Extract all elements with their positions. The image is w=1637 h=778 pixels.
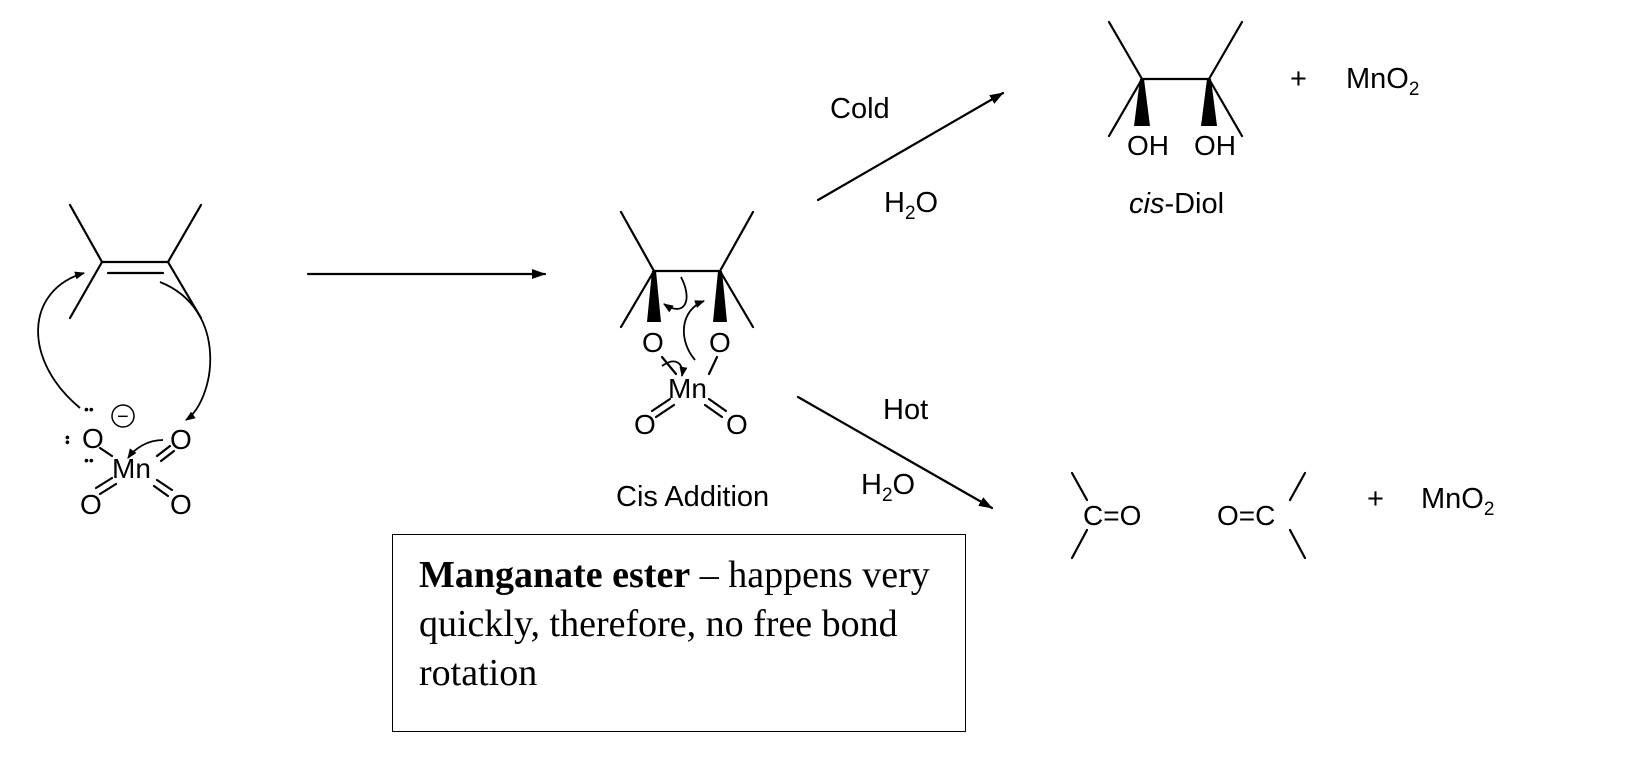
lone-pair-bottom: ••	[84, 452, 94, 468]
hydroxyl-left: OH	[1127, 130, 1169, 161]
ketone-left-formula: C=O	[1083, 500, 1141, 531]
oxygen-upper-right: O	[170, 424, 192, 455]
ketone-left: C=O	[1070, 471, 1141, 560]
wedge-bond-right	[713, 271, 727, 322]
ketone-right-formula: O=C	[1217, 500, 1275, 531]
reaction-arrow-cold	[816, 91, 1005, 202]
diol-caption: cis-Diol	[1129, 188, 1224, 220]
reactant-curly-arrows	[37, 271, 212, 459]
negative-charge-sign: −	[117, 406, 129, 428]
condition-cold: Cold	[830, 93, 890, 125]
ester-oxygen-left: O	[642, 327, 664, 358]
reactant-alkene	[68, 203, 203, 320]
solvent-hot: H2O	[861, 469, 915, 506]
intermediate-caption: Cis Addition	[616, 481, 769, 513]
ester-manganese: Mn	[668, 373, 707, 404]
manganate-ester: O O Mn O O	[619, 210, 755, 440]
note-bold-term: Manganate ester	[419, 554, 691, 596]
ester-oxygen-right: O	[709, 327, 731, 358]
oxygen-anion: O	[82, 423, 104, 454]
oxygen-lower-right: O	[170, 489, 192, 520]
mno2-bottom: MnO2	[1421, 483, 1494, 520]
condition-hot: Hot	[883, 394, 928, 426]
solvent-cold: H2O	[884, 187, 938, 224]
plus-sign-top: +	[1290, 63, 1307, 95]
manganate-ester-note: Manganate ester – happens very quickly, …	[392, 534, 966, 732]
permanganate-ion: O − •• •• •• Mn O O O	[60, 401, 192, 520]
reaction-arrow-hot	[796, 395, 994, 510]
ester-oxygen-lower-right: O	[726, 409, 748, 440]
diol-wedge-right	[1201, 79, 1217, 126]
mno2-top: MnO2	[1346, 63, 1419, 100]
wedge-bond-left	[647, 271, 661, 322]
hydroxyl-right: OH	[1194, 130, 1236, 161]
negative-charge-circle	[111, 404, 135, 428]
ketone-right: O=C	[1217, 471, 1307, 560]
plus-sign-bottom: +	[1367, 483, 1384, 515]
oxygen-lower-left: O	[80, 489, 102, 520]
lone-pair-side: ••	[60, 435, 76, 445]
lone-pair-top: ••	[84, 401, 94, 417]
note-text: – happens very quickly, therefore, no fr…	[419, 554, 930, 694]
diol-wedge-left	[1134, 79, 1150, 126]
cis-diol: OH OH	[1107, 20, 1244, 161]
manganese-atom: Mn	[112, 453, 151, 484]
ester-oxygen-lower-left: O	[634, 409, 656, 440]
